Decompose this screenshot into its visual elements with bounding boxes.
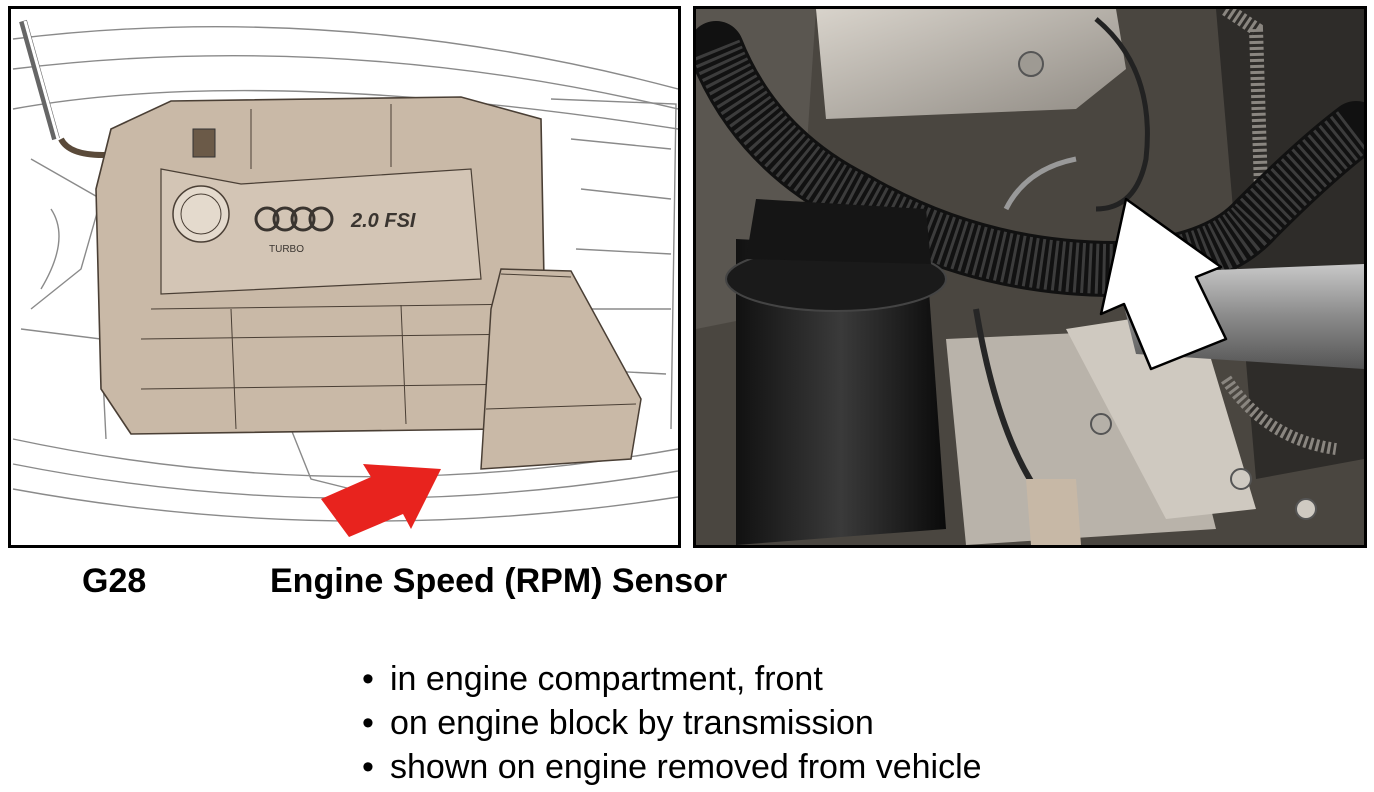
white-arrow-icon	[1099, 197, 1228, 371]
location-notes: • in engine compartment, front • on engine…	[362, 657, 982, 789]
bullet-icon: •	[362, 660, 374, 698]
red-arrow-icon	[321, 464, 441, 537]
engine-bay-illustration: 2.0 FSI TURBO	[8, 6, 681, 548]
list-item: • in engine compartment, front	[362, 657, 982, 701]
bullet-icon: •	[362, 748, 374, 786]
bullet-text: shown on engine removed from vehicle	[390, 748, 982, 786]
component-code: G28	[82, 562, 147, 600]
sensor-photo	[693, 6, 1367, 548]
emblem-text: 2.0 FSI	[350, 210, 416, 232]
list-item: • shown on engine removed from vehicle	[362, 745, 982, 789]
bullet-icon: •	[362, 704, 374, 742]
bullet-text: on engine block by transmission	[390, 704, 874, 742]
turbo-badge: TURBO	[269, 244, 304, 255]
list-item: • on engine block by transmission	[362, 701, 982, 745]
bullet-text: in engine compartment, front	[390, 660, 823, 698]
component-title: Engine Speed (RPM) Sensor	[270, 562, 728, 600]
